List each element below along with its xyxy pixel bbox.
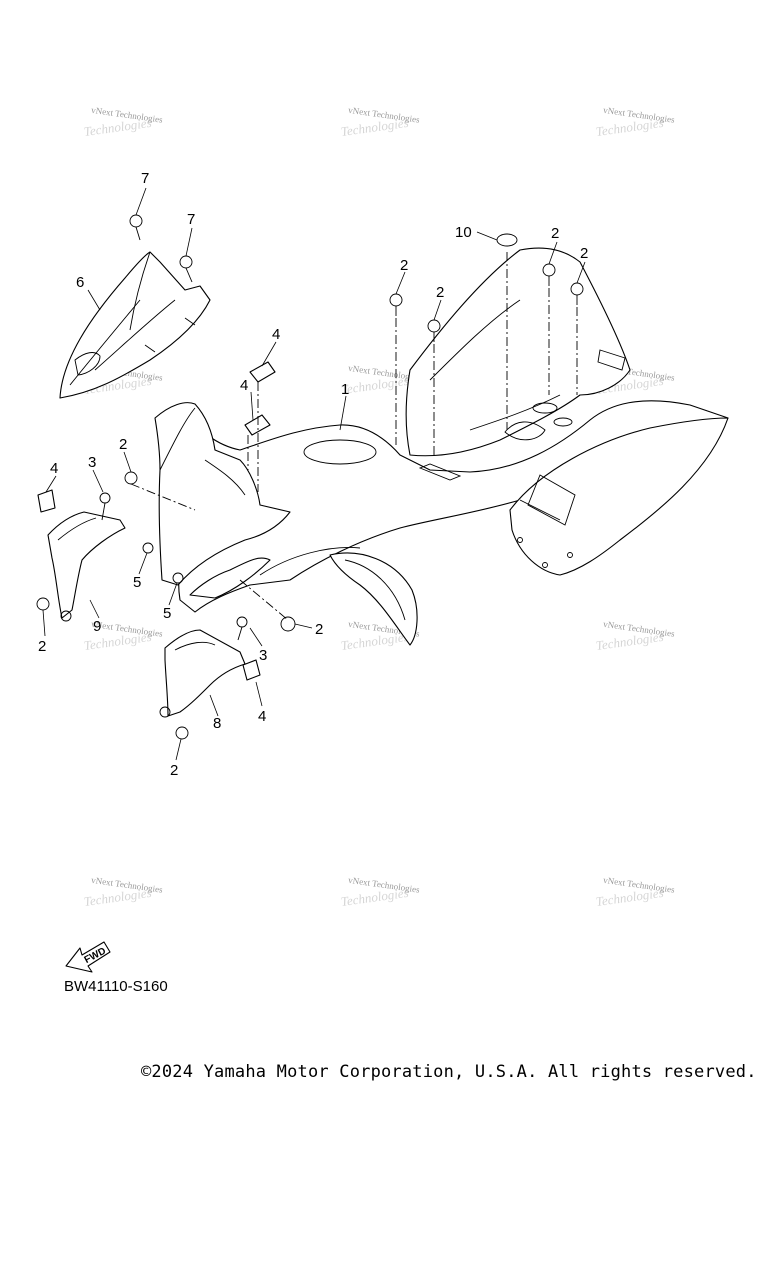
- front-fender-part-1: [154, 247, 729, 646]
- callout-8: 8: [213, 715, 221, 732]
- callout-2: 2: [119, 436, 127, 453]
- watermark: Technologies vNext Technologies: [83, 619, 164, 653]
- callout-5: 5: [163, 605, 171, 622]
- callout-10: 10: [455, 224, 472, 241]
- leader-lines: [42, 187, 586, 761]
- watermark: Technologies vNext Technologies: [595, 875, 676, 909]
- callout-4: 4: [240, 377, 248, 394]
- diagram-code: BW41110-S160: [64, 978, 168, 995]
- callout-2: 2: [170, 762, 178, 779]
- callout-2: 2: [551, 225, 559, 242]
- guard-part-8: [159, 629, 246, 718]
- callout-7: 7: [187, 211, 195, 228]
- callout-2: 2: [315, 621, 323, 638]
- alignment-lines: [130, 252, 578, 621]
- callout-7: 7: [141, 170, 149, 187]
- callout-numbers: 7 7 6 4 4 1 10 2 2 2 2 2 3 4 5 5 9 2 2 3…: [38, 170, 588, 779]
- front-cover-part-6: [59, 251, 211, 399]
- watermark: Technologies vNext Technologies: [595, 105, 676, 139]
- guard-part-9: [47, 511, 126, 622]
- callout-2: 2: [580, 245, 588, 262]
- callout-4: 4: [50, 460, 58, 477]
- callout-5: 5: [133, 574, 141, 591]
- callout-2: 2: [400, 257, 408, 274]
- callout-2: 2: [38, 638, 46, 655]
- watermark: Technologies vNext Technologies: [340, 105, 421, 139]
- watermark: Technologies vNext Technologies: [83, 875, 164, 909]
- callout-4: 4: [258, 708, 266, 725]
- callout-9: 9: [93, 618, 101, 635]
- watermark: Technologies vNext Technologies: [340, 875, 421, 909]
- callout-1: 1: [341, 381, 349, 398]
- callout-2: 2: [436, 284, 444, 301]
- fwd-arrow-icon: FWD: [65, 941, 111, 973]
- callout-6: 6: [76, 274, 84, 291]
- callout-3: 3: [88, 454, 96, 471]
- callout-4: 4: [272, 326, 280, 343]
- watermark: Technologies vNext Technologies: [595, 619, 676, 653]
- fwd-label: FWD: [83, 946, 108, 966]
- watermark: Technologies vNext Technologies: [83, 105, 164, 139]
- copyright-notice: ©2024 Yamaha Motor Corporation, U.S.A. A…: [141, 1062, 757, 1082]
- callout-3: 3: [259, 647, 267, 664]
